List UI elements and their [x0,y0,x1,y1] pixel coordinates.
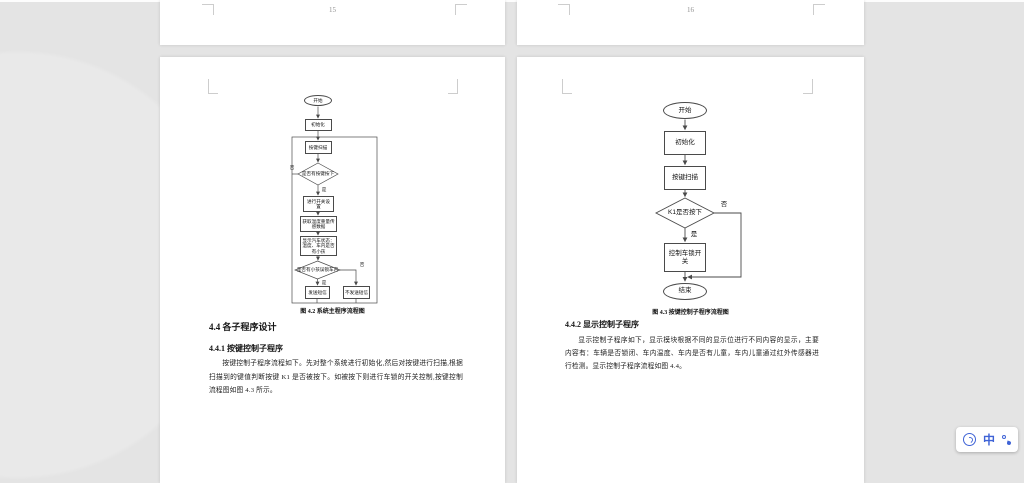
margin-mark-icon [455,4,467,15]
section-heading[interactable]: 4.4 各子程序设计 [209,322,277,332]
flow-decision-child-label[interactable]: 是否有小孩误锁车内 [296,267,339,273]
page-left[interactable]: 开始 初始化 按键扫描 是否有按键按下 否 是 进行开关设置 获取温度重量传感数… [160,57,505,483]
flow-scan-node[interactable]: 按键扫描 [664,166,706,190]
flow-decision-k1-label[interactable]: K1是否按下 [668,209,702,217]
top-edge-highlight [0,0,1024,2]
flow-no-send-sms-node[interactable]: 不发送短信 [343,286,370,299]
page-number: 16 [687,6,694,14]
flow-get-data-node[interactable]: 获取温度重量传感数据 [300,216,337,232]
branch-no-label: 否 [720,201,728,209]
branch-no-label: 否 [359,262,365,268]
page-right[interactable]: 开始 初始化 按键扫描 K1是否按下 否 是 控制车锁开关 结束 图 4.3 按… [517,57,864,483]
ime-mode-toggle[interactable]: 中 [982,432,995,447]
flow-init-node[interactable]: 初始化 [304,119,332,131]
margin-mark-icon [803,79,813,94]
flow-switch-set-node[interactable]: 进行开关设置 [303,196,334,212]
canvas-watermark [0,0,160,483]
prev-page-right[interactable]: 16 [517,0,864,45]
figure-caption: 图 4.2 系统主程序流程图 [300,309,365,315]
flow-start-node[interactable]: 开始 [304,95,332,106]
margin-mark-icon [558,4,570,15]
page-number: 15 [329,6,336,14]
body-paragraph[interactable]: 显示控制子程序如下，显示模块根据不同的显示位进行不同内容的显示，主要内容有：车辆… [565,337,819,370]
margin-mark-icon [208,79,218,94]
flow-end-node[interactable]: 结束 [663,282,707,300]
figure-caption: 图 4.3 按键控制子程序流程图 [652,310,729,316]
margin-mark-icon [562,79,572,94]
flow-scan-node[interactable]: 按键扫描 [304,141,332,154]
margin-mark-icon [202,4,214,15]
branch-yes-label: 是 [321,280,327,286]
body-paragraph[interactable]: 按键控制子程序流程如下。先对整个系统进行初始化,然后对按键进行扫描,根据扫描到的… [209,360,463,395]
subsection-heading[interactable]: 4.4.2 显示控制子程序 [565,320,639,329]
flow-init-node[interactable]: 初始化 [664,131,706,155]
prev-page-left[interactable]: 15 [160,0,505,45]
subsection-heading[interactable]: 4.4.1 按键控制子程序 [209,344,283,353]
margin-mark-icon [813,4,825,15]
flow-start-node[interactable]: 开始 [663,102,707,119]
flowchart-connectors [655,119,742,282]
flow-decision-key-label[interactable]: 是否有按键按下 [301,171,335,177]
ime-logo-icon[interactable] [963,433,976,446]
flowchart-connectors [291,106,378,304]
flow-control-lock-node[interactable]: 控制车锁开关 [664,243,706,272]
branch-yes-label: 是 [321,187,327,193]
branch-yes-label: 是 [690,231,698,239]
margin-mark-icon [448,79,458,94]
flow-display-status-node[interactable]: 显示汽车状态：温度、车内是否有小孩 [300,236,337,256]
ime-toolbar[interactable]: 中 [956,427,1018,452]
branch-no-label: 否 [289,165,295,171]
chinese-punctuation-icon[interactable] [1001,434,1012,446]
flow-send-sms-node[interactable]: 发送短信 [305,286,330,299]
